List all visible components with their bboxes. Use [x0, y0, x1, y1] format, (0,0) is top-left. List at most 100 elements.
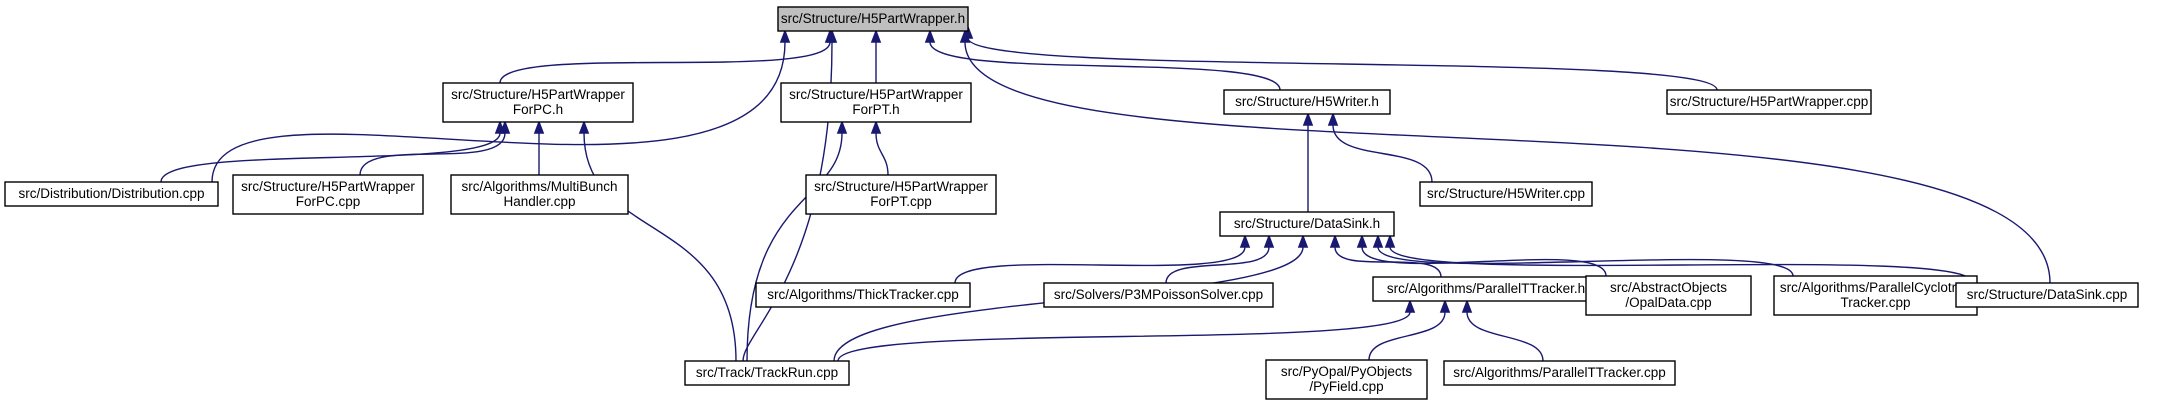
- edge-arrowhead: [836, 120, 848, 134]
- edge-arrowhead: [1404, 299, 1416, 313]
- edge-arrowhead: [1329, 234, 1341, 248]
- dependency-edge-opal-to-sink_h: [1356, 234, 1607, 277]
- node-box: [4, 181, 219, 207]
- edge-arrowhead: [578, 120, 590, 134]
- node-label-line: /PyField.cpp: [1309, 379, 1383, 394]
- dependency-edge-pt_cpp-to-pt_h: [870, 120, 889, 176]
- file-node-writer-h[interactable]: src/Structure/H5Writer.h: [1223, 89, 1391, 115]
- node-box: [684, 360, 850, 386]
- edge-arrowhead: [1302, 112, 1314, 126]
- node-label-line: ForPC.h: [513, 102, 563, 117]
- node-label-line: src/PyOpal/PyObjects: [1281, 364, 1413, 379]
- dependency-edge-multi-to-pc_h: [533, 120, 545, 175]
- dependency-edge-p3m-to-sink_h: [1165, 234, 1275, 284]
- file-node-opal[interactable]: src/AbstractObjects/OpalData.cpp: [1585, 275, 1752, 316]
- edge-arrowhead: [1384, 234, 1396, 248]
- edge-line: [1466, 311, 1544, 362]
- file-node-sink-cpp[interactable]: src/Structure/DataSink.cpp: [1955, 282, 2139, 308]
- node-label-line: src/Structure/H5PartWrapper: [241, 179, 415, 194]
- node-label-line: /OpalData.cpp: [1625, 295, 1711, 310]
- file-node-track[interactable]: src/Track/TrackRun.cpp: [684, 360, 850, 386]
- node-box: [755, 282, 971, 308]
- edge-line: [1165, 246, 1270, 284]
- edge-arrowhead: [499, 120, 511, 134]
- node-box: [450, 174, 629, 215]
- dependency-edge-track-to-pt_h: [746, 120, 848, 362]
- node-label-line: src/Structure/DataSink.cpp: [1967, 287, 2128, 302]
- edge-line: [583, 132, 737, 362]
- node-box: [1955, 282, 2139, 308]
- node-box: [1585, 275, 1752, 316]
- node-label-line: src/Algorithms/ParallelCyclotron: [1780, 280, 1971, 295]
- edge-line: [160, 132, 501, 183]
- dependency-edge-ptt_h-to-sink_h: [1329, 234, 1442, 278]
- dependency-edge-pt_h-to-h5pw_h: [870, 29, 882, 83]
- edge-line: [967, 37, 1718, 91]
- dependency-edge-h5pw_cpp-to-h5pw_h: [962, 25, 1718, 91]
- node-label-line: src/Algorithms/ThickTracker.cpp: [767, 287, 959, 302]
- file-node-h5pw-cpp[interactable]: src/Structure/H5PartWrapper.cpp: [1666, 89, 1872, 115]
- node-label-line: src/Structure/H5PartWrapper: [814, 179, 988, 194]
- edge-arrowhead: [959, 29, 971, 43]
- file-node-h5pw-h[interactable]: src/Structure/H5PartWrapper.h: [777, 6, 969, 32]
- file-node-p3m[interactable]: src/Solvers/P3MPoissonSolver.cpp: [1043, 282, 1274, 308]
- file-node-sink-h[interactable]: src/Structure/DataSink.h: [1219, 211, 1395, 237]
- edge-arrowhead: [924, 29, 936, 43]
- file-node-ptt-h[interactable]: src/Algorithms/ParallelTTracker.h: [1372, 276, 1600, 302]
- node-box: [1443, 360, 1676, 386]
- node-box: [442, 82, 634, 123]
- dependency-edge-sink_h-to-writer_h: [1302, 112, 1314, 212]
- file-node-dist[interactable]: src/Distribution/Distribution.cpp: [4, 181, 219, 207]
- dependency-edge-cyclo-to-sink_h: [1372, 234, 1794, 277]
- file-node-cyclo[interactable]: src/Algorithms/ParallelCyclotronTracker.…: [1773, 275, 1978, 316]
- node-label-line: Tracker.cpp: [1840, 295, 1910, 310]
- edge-line: [1368, 311, 1446, 361]
- edge-line: [929, 41, 1281, 91]
- edge-arrowhead: [1263, 234, 1275, 248]
- node-label-line: src/Algorithms/MultiBunch: [461, 179, 617, 194]
- file-node-thick[interactable]: src/Algorithms/ThickTracker.cpp: [755, 282, 971, 308]
- node-box: [777, 6, 969, 32]
- edge-arrowhead: [870, 120, 882, 134]
- dependency-edge-track-to-ptt_h: [837, 299, 1416, 362]
- dependency-edge-ptt_cpp-to-ptt_h: [1461, 299, 1544, 362]
- edge-arrowhead: [1439, 299, 1451, 313]
- node-label-line: src/Structure/H5PartWrapper: [451, 87, 625, 102]
- file-node-pyfield[interactable]: src/PyOpal/PyObjects/PyField.cpp: [1265, 359, 1428, 400]
- dependency-edge-pyfield-to-ptt_h: [1368, 299, 1451, 361]
- node-box: [805, 174, 997, 215]
- edge-arrowhead: [826, 29, 838, 43]
- dependency-edge-pc_cpp-to-pc_h: [359, 120, 511, 176]
- node-box: [1419, 181, 1593, 207]
- node-box: [232, 174, 424, 215]
- dependency-edge-sink_cpp-to-h5pw_h: [959, 29, 2051, 284]
- node-label-line: ForPT.cpp: [870, 194, 932, 209]
- node-label-line: src/Solvers/P3MPoissonSolver.cpp: [1054, 287, 1263, 302]
- edge-arrowhead: [1327, 112, 1339, 126]
- node-label-line: Handler.cpp: [503, 194, 575, 209]
- node-box: [1219, 211, 1395, 237]
- edge-arrowhead: [1239, 234, 1251, 248]
- node-label-line: src/Structure/H5PartWrapper: [789, 87, 963, 102]
- file-node-ptt-cpp[interactable]: src/Algorithms/ParallelTTracker.cpp: [1443, 360, 1676, 386]
- node-box: [780, 82, 972, 123]
- edge-arrowhead: [779, 29, 791, 43]
- dependency-edge-thick-to-sink_h: [954, 234, 1251, 284]
- node-label-line: ForPC.cpp: [296, 194, 361, 209]
- file-node-writer-cpp[interactable]: src/Structure/H5Writer.cpp: [1419, 181, 1593, 207]
- dependency-edge-sink_cpp-to-sink_h: [1384, 234, 1974, 284]
- edge-arrowhead: [1356, 234, 1368, 248]
- edge-line: [211, 41, 786, 183]
- node-box: [1223, 89, 1391, 115]
- node-label-line: src/Track/TrackRun.cpp: [696, 365, 838, 380]
- node-layer: src/Structure/H5PartWrapper.h src/Structu…: [4, 6, 2139, 400]
- node-label-line: src/Distribution/Distribution.cpp: [18, 186, 204, 201]
- edge-line: [1389, 246, 1974, 284]
- node-box: [1372, 276, 1600, 302]
